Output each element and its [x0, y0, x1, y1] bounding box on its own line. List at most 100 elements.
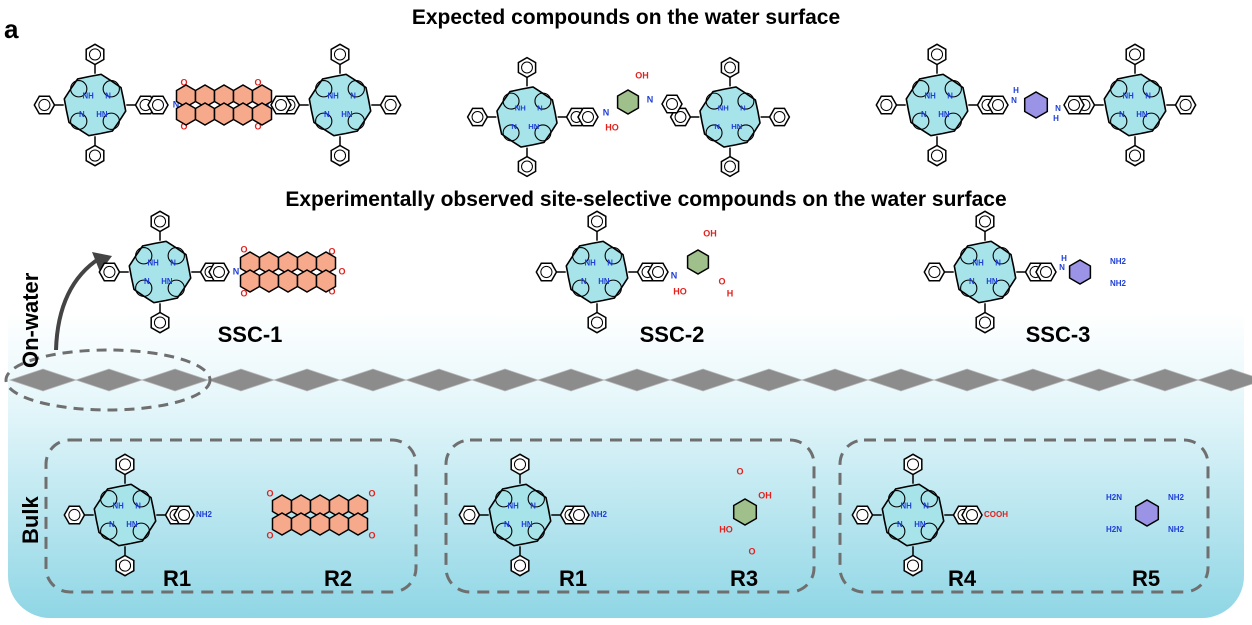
ssc-1-perylene: [239, 251, 337, 293]
atom-label-o: O: [240, 244, 247, 254]
atom-label-h2n: H2N: [1106, 493, 1122, 502]
atom-label-h: H: [727, 288, 734, 298]
atom-label-n: N: [530, 501, 536, 510]
atom-label-hn: HN: [914, 520, 926, 529]
atom-label-n: N: [1011, 96, 1017, 105]
r1-label-box2: R1: [558, 566, 588, 591]
r4-label: R4: [947, 566, 977, 591]
atom-label-o: O: [328, 246, 335, 256]
atom-label-n: N: [350, 91, 356, 100]
atom-label-n: N: [537, 103, 543, 112]
atom-label-o: O: [254, 77, 261, 87]
r3-label: R3: [729, 566, 759, 591]
porphyrin-core: [699, 86, 761, 148]
atom-label-nh: NH: [327, 91, 339, 100]
r5-label: R5: [1131, 566, 1161, 591]
atom-label-n: N: [504, 520, 510, 529]
r1-amine-box1: NH2: [173, 505, 213, 525]
arrow-head: [92, 252, 112, 272]
atom-label-n: N: [173, 99, 180, 109]
panel-label: a: [4, 14, 19, 44]
atom-label-n: N: [714, 122, 720, 131]
bulk-label: Bulk: [18, 496, 43, 544]
atom-label-oh: OH: [635, 70, 649, 80]
atom-label-n: N: [897, 520, 903, 529]
ssc-2-label: SSC-2: [639, 322, 705, 347]
porphyrin-core: [488, 483, 552, 547]
atom-label-n: N: [135, 501, 141, 510]
atom-label-nh2: NH2: [1110, 257, 1127, 266]
atom-label-nh2: NH2: [1168, 525, 1185, 534]
surface-tile: [1196, 368, 1252, 392]
reactant-box-2: [444, 438, 816, 594]
atom-label-o: O: [736, 466, 743, 476]
atom-label-hn: HN: [938, 110, 950, 119]
atom-label-o: O: [180, 121, 187, 131]
on-water-label: On-water: [18, 272, 43, 368]
atom-label-hn: HN: [96, 110, 108, 119]
atom-label-n: N: [105, 91, 111, 100]
porphyrin-core: [308, 73, 372, 137]
curved-arrow: [54, 256, 102, 351]
atom-label-hn: HN: [161, 277, 173, 286]
atom-label-h: H: [1061, 254, 1067, 263]
atom-label-nh: NH: [718, 103, 729, 112]
ssc-1-label: SSC-1: [217, 322, 283, 347]
porphyrin-core: [953, 240, 1017, 304]
atom-label-oh: OH: [703, 228, 717, 238]
atom-label-ho: HO: [673, 286, 687, 296]
reactant-box-1: [44, 438, 418, 594]
atom-label-o: O: [254, 121, 261, 131]
r1-label-box1: R1: [162, 566, 192, 591]
atom-label-hn: HN: [598, 277, 610, 286]
porphyrin-core: [496, 86, 558, 148]
r4-acid: COOH: [961, 505, 1008, 525]
atom-label-nh2: NH2: [1168, 493, 1185, 502]
atom-label-n: N: [233, 266, 240, 276]
atom-label-n: N: [603, 107, 610, 117]
atom-label-hn: HN: [341, 110, 353, 119]
porphyrin-core: [881, 483, 945, 547]
atom-label-n: N: [969, 277, 975, 286]
atom-label-o: O: [718, 276, 725, 286]
atom-label-oh: OH: [758, 490, 772, 500]
atom-label-nh: NH: [507, 501, 519, 510]
atom-label-cooh: COOH: [984, 510, 1008, 519]
atom-label-nh: NH: [584, 258, 596, 267]
atom-label-nh: NH: [900, 501, 912, 510]
r1-amine-box2: NH2: [568, 505, 608, 525]
atom-label-n: N: [511, 122, 517, 131]
atom-label-o: O: [240, 288, 247, 298]
atom-label-n: N: [647, 94, 654, 104]
atom-label-hn: HN: [521, 520, 533, 529]
atom-label-n: N: [923, 501, 929, 510]
atom-label-nh: NH: [82, 91, 94, 100]
porphyrin-core: [905, 73, 969, 137]
atom-label-hn: HN: [126, 520, 138, 529]
atom-label-o: O: [328, 286, 335, 296]
molecule-layer: NHNNHNNHNNHNNNOOOONHNNHNNHNNHNNOHHONNHNN…: [33, 43, 1197, 577]
water-background: [8, 30, 1244, 618]
atom-label-o: O: [266, 530, 273, 540]
atom-label-o: O: [266, 488, 273, 498]
porphyrin-core: [565, 240, 629, 304]
atom-label-n: N: [324, 110, 330, 119]
atom-label-hn: HN: [528, 122, 539, 131]
atom-label-h: H: [1053, 114, 1059, 123]
atom-label-nh: NH: [147, 258, 159, 267]
atom-label-nh: NH: [924, 91, 936, 100]
atom-label-n: N: [1059, 263, 1065, 272]
porphyrin-core: [128, 240, 192, 304]
reactant-box-3: [838, 438, 1210, 594]
atom-label-o: O: [368, 488, 375, 498]
atom-label-n: N: [170, 258, 176, 267]
r2-label: R2: [323, 566, 353, 591]
